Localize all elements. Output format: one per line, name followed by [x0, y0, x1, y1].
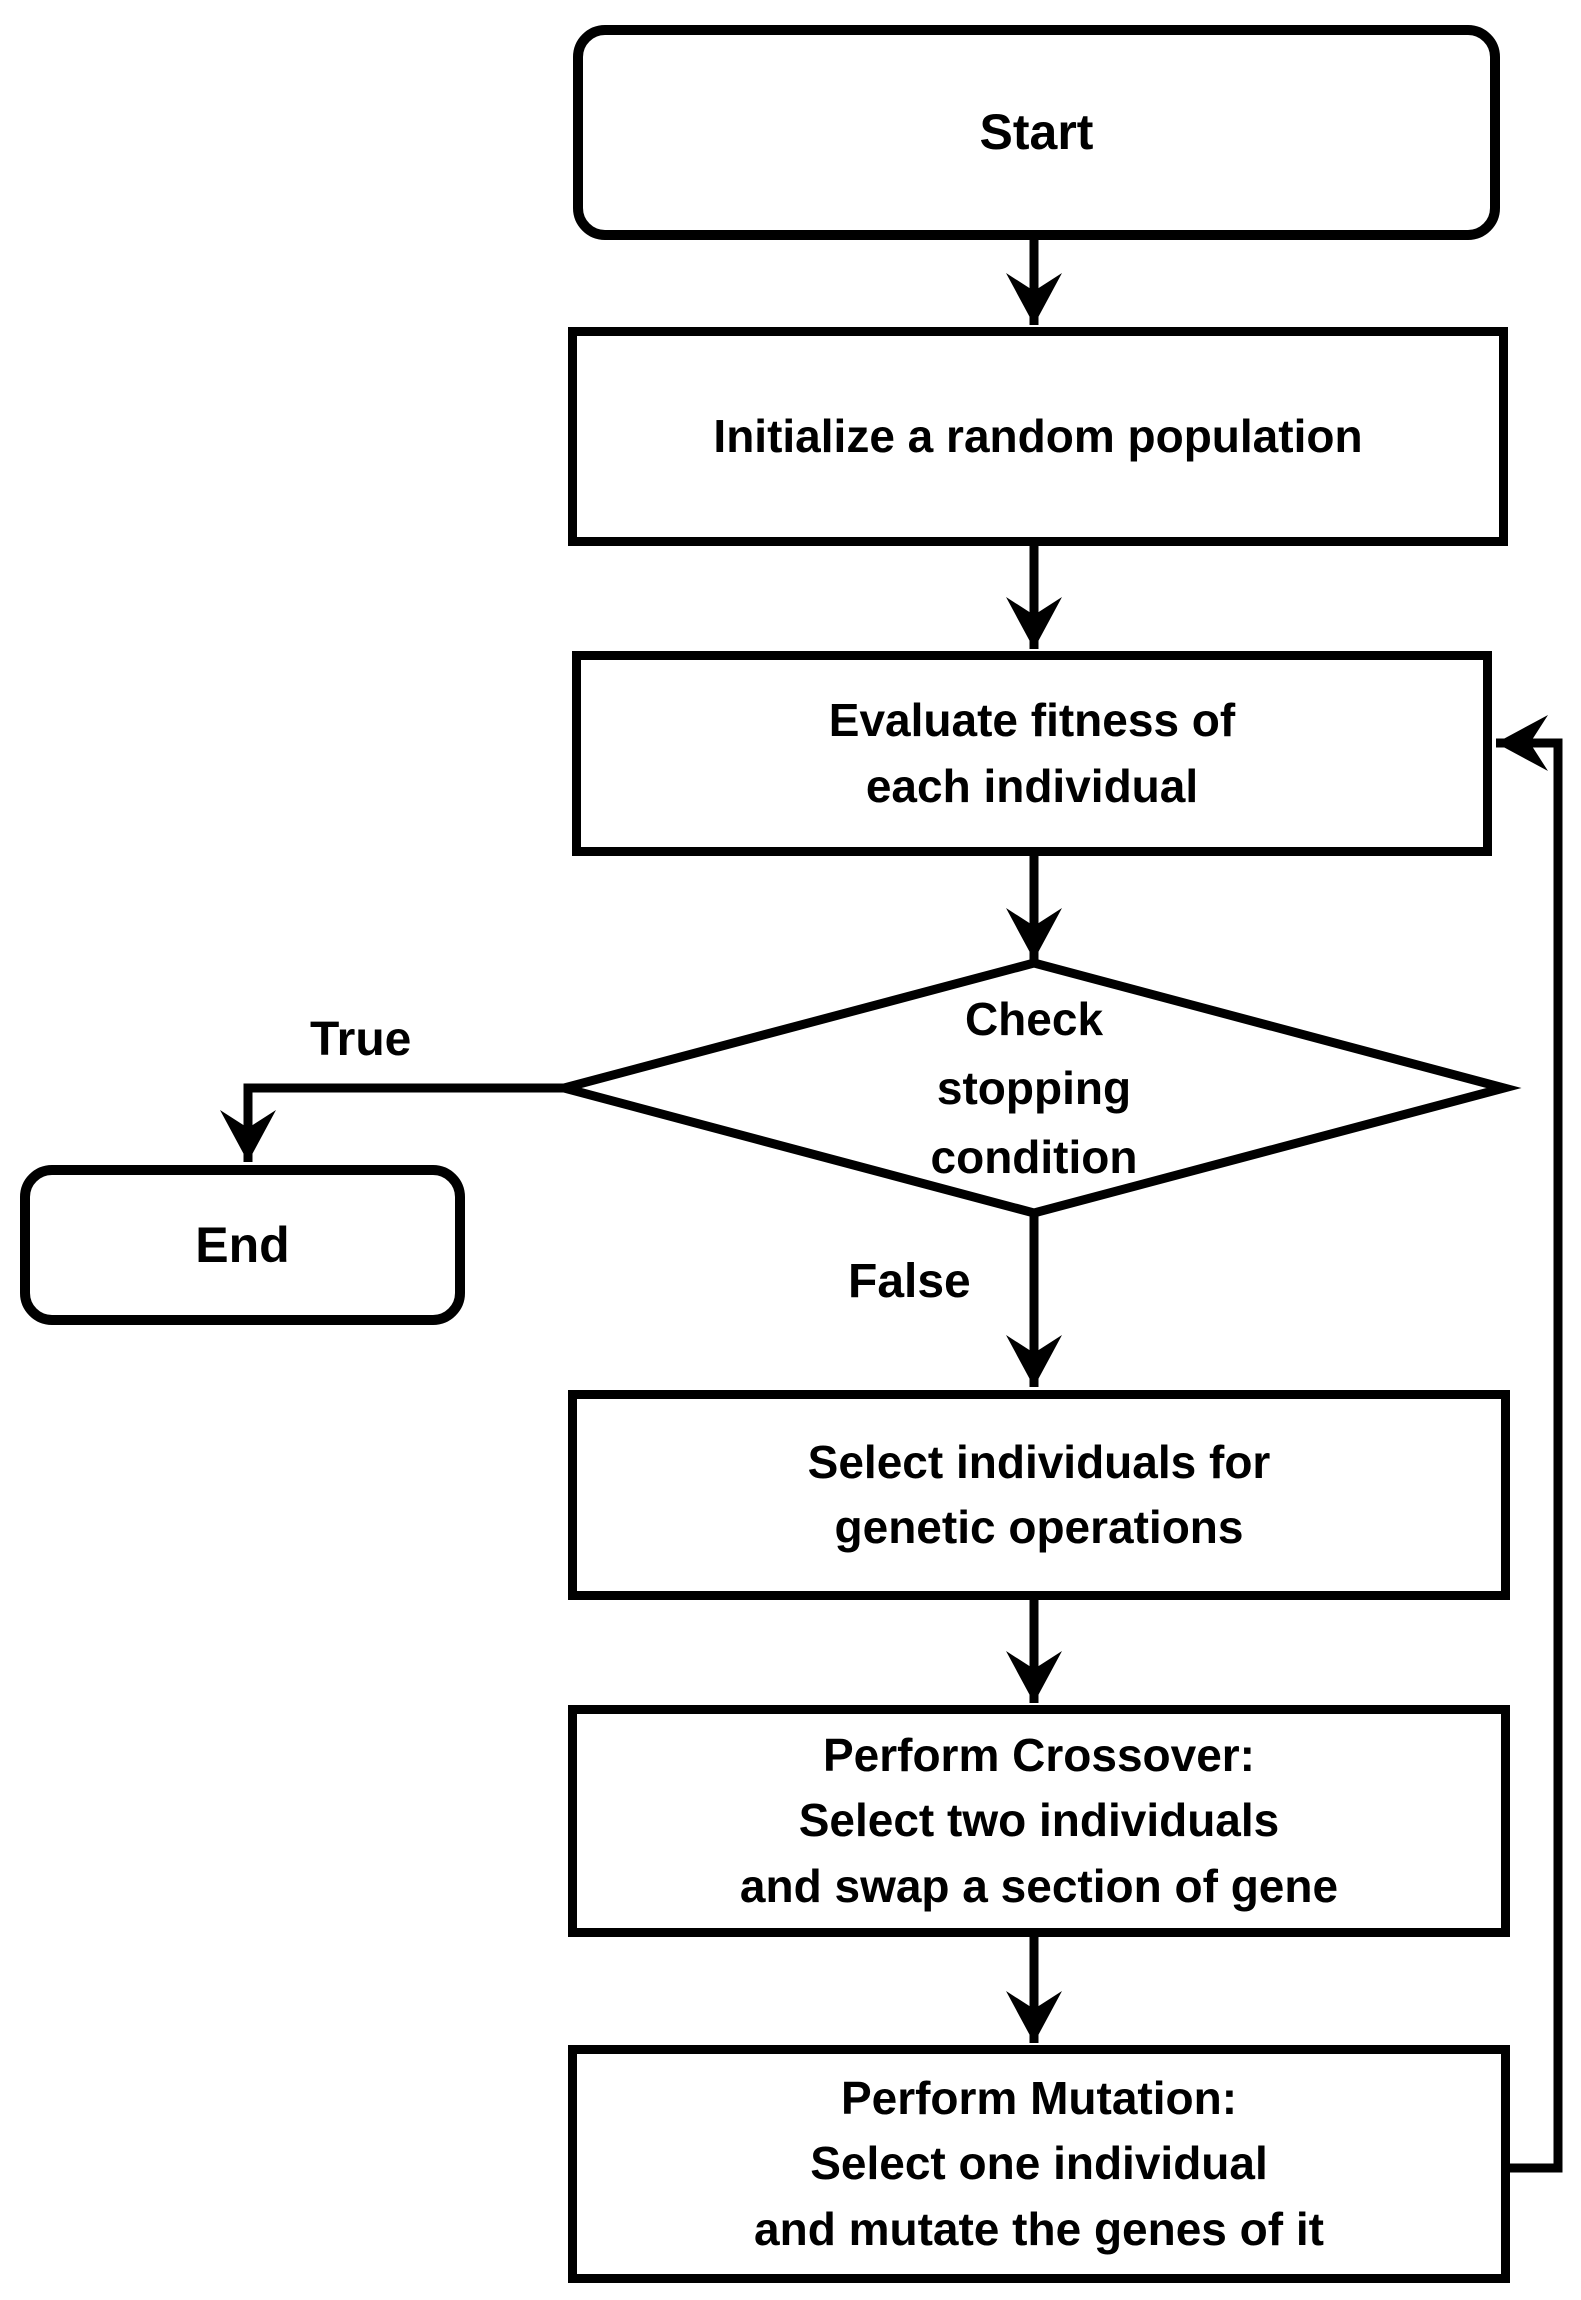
- node-evaluate: Evaluate fitness of each individual: [572, 651, 1492, 856]
- node-end-label: End: [195, 1216, 290, 1273]
- node-end: End: [20, 1165, 465, 1325]
- node-crossover-label: Perform Crossover: Select two individual…: [739, 1729, 1339, 1912]
- node-initialize-label: Initialize a random population: [713, 409, 1363, 462]
- node-select-label: Select individuals for genetic operation…: [807, 1435, 1271, 1553]
- node-crossover: Perform Crossover: Select two individual…: [568, 1705, 1510, 1937]
- node-decision-label: Check stopping condition: [784, 975, 1284, 1201]
- node-select: Select individuals for genetic operation…: [568, 1390, 1510, 1600]
- edge-label-false: False: [848, 1255, 971, 1308]
- edge-mutation-evaluate-loop: [1496, 715, 1563, 2173]
- node-start: Start: [573, 25, 1500, 240]
- edge-label-true: True: [310, 1013, 412, 1066]
- node-start-label: Start: [979, 104, 1094, 160]
- node-evaluate-label: Evaluate fitness of each individual: [828, 694, 1236, 812]
- node-mutation: Perform Mutation: Select one individual …: [568, 2045, 1510, 2283]
- edge-decision-true-end: [220, 1083, 569, 1162]
- node-mutation-label: Perform Mutation: Select one individual …: [754, 2072, 1324, 2255]
- node-initialize: Initialize a random population: [568, 327, 1508, 546]
- decision-label-text: Check stopping condition: [930, 992, 1138, 1183]
